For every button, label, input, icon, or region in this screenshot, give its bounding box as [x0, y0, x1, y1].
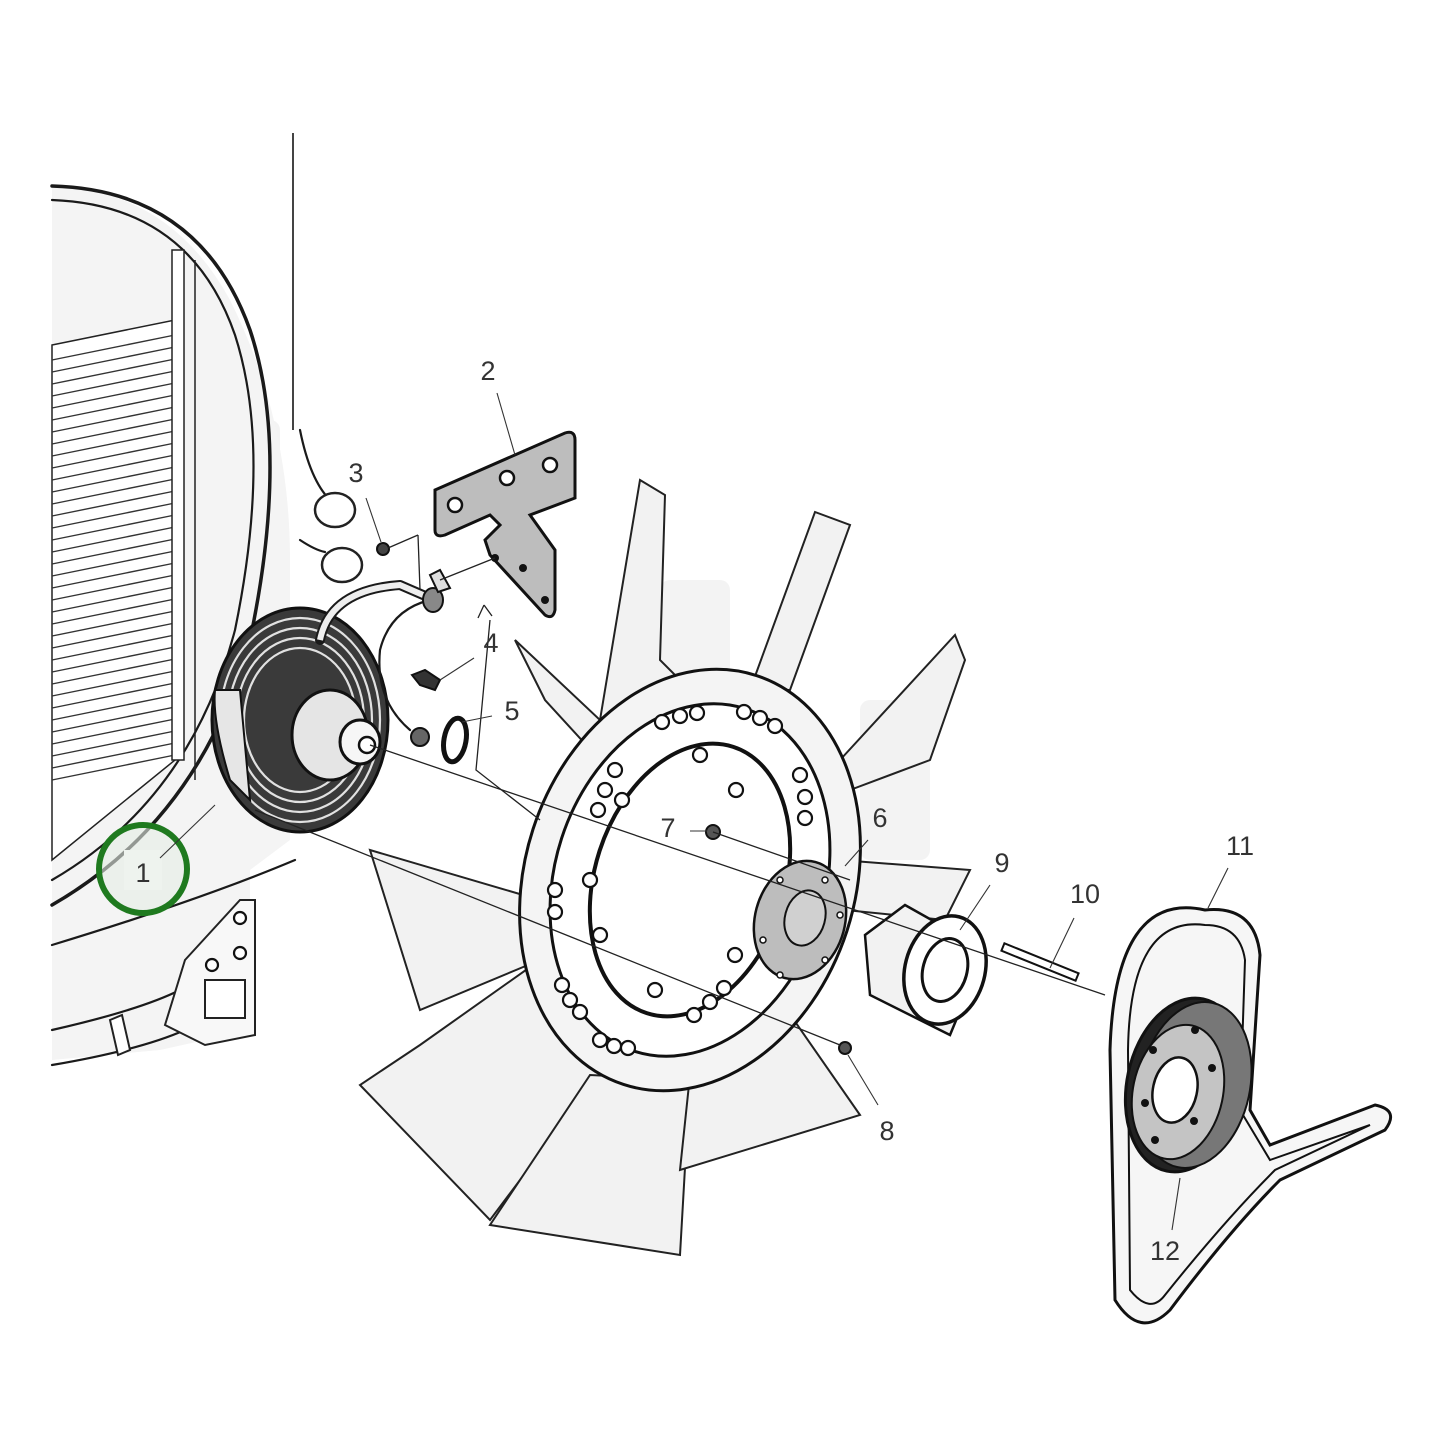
radiator-shroud [50, 133, 364, 1067]
callout-12[interactable]: 12 [1150, 1177, 1181, 1266]
callout-label-8: 8 [879, 1116, 894, 1146]
callout-label-4: 4 [483, 628, 498, 658]
callout-label-11: 11 [1226, 831, 1254, 861]
callout-label-6: 6 [872, 803, 887, 833]
callout-6[interactable]: 6 [844, 803, 888, 867]
hub-bolts [546, 703, 814, 1057]
callout-label-7: 7 [660, 813, 675, 843]
clip-part-4 [410, 668, 442, 692]
radiator-core [51, 249, 196, 862]
callout-9[interactable]: 9 [959, 848, 1010, 931]
callouts: 1 2 3 4 5 6 7 [96, 356, 1254, 1266]
oring-part-5 [441, 715, 469, 765]
callout-label-2: 2 [480, 356, 495, 386]
bottom-bracket [163, 899, 256, 1047]
callout-label-10: 10 [1070, 879, 1100, 909]
callout-7[interactable]: 7 [660, 813, 707, 843]
fan [358, 478, 972, 1257]
callout-label-1: 1 [135, 858, 150, 888]
bolt-part-3 [376, 542, 390, 556]
callout-4[interactable]: 4 [439, 628, 499, 681]
callout-2[interactable]: 2 [480, 356, 516, 456]
bracket-part-2 [433, 430, 577, 619]
callout-8[interactable]: 8 [847, 1054, 895, 1146]
belt-pulley-assembly [1108, 906, 1393, 1325]
callout-label-9: 9 [994, 848, 1009, 878]
fan-clutch [210, 568, 452, 834]
callout-label-5: 5 [504, 696, 519, 726]
nut-part-4b [410, 727, 430, 747]
callout-11[interactable]: 11 [1207, 831, 1254, 909]
callout-5[interactable]: 5 [461, 696, 520, 726]
callout-label-12: 12 [1150, 1236, 1180, 1266]
callout-1[interactable]: 1 [96, 804, 216, 916]
callout-label-3: 3 [348, 458, 363, 488]
spacer-part-9 [863, 903, 988, 1037]
callout-3[interactable]: 3 [348, 458, 382, 543]
flange-plate-part-6 [752, 859, 848, 981]
hose-outlets [298, 428, 364, 584]
explode-axis-lines [254, 534, 1106, 1046]
callout-10[interactable]: 10 [1049, 879, 1100, 969]
small-parts [376, 542, 469, 765]
stud-part-10 [1000, 942, 1080, 982]
nut-part-8 [838, 1041, 852, 1055]
